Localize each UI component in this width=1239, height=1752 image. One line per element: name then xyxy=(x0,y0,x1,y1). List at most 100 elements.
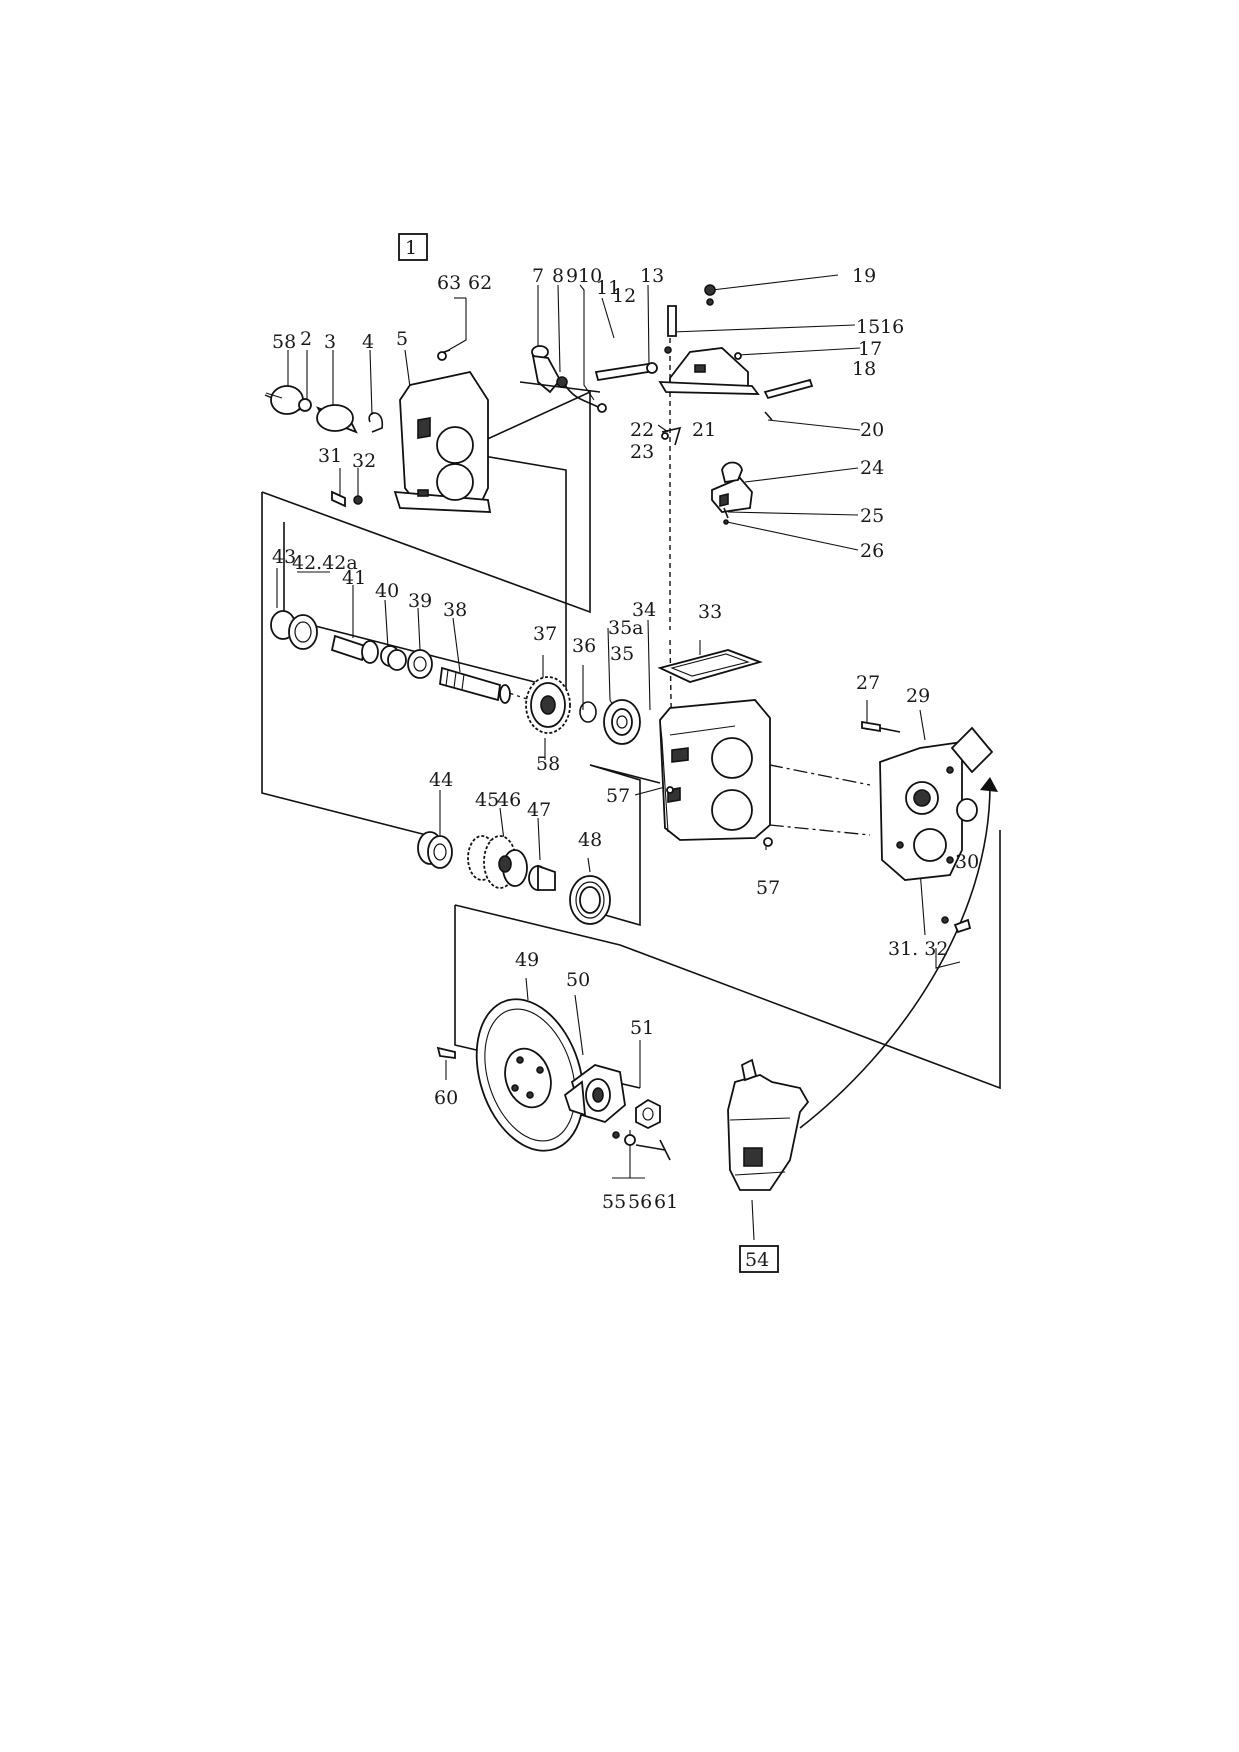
bearing-43 xyxy=(270,610,318,650)
plug-57-lower xyxy=(763,837,773,847)
part-label: 25 xyxy=(860,505,884,527)
snap-ring-36 xyxy=(579,701,597,723)
part-label: 31. 32 xyxy=(888,938,948,960)
seal-30 xyxy=(956,798,978,822)
bolts-31-32 xyxy=(941,916,972,934)
part-label: 37 xyxy=(533,623,557,645)
part-label: 19 xyxy=(852,265,876,287)
top-cover-17 xyxy=(658,347,760,395)
housing-5 xyxy=(393,370,492,513)
part-label: 3 xyxy=(324,331,336,353)
part-label: 29 xyxy=(906,685,930,707)
part-label: 24 xyxy=(860,457,884,479)
plug-57-upper xyxy=(666,786,674,794)
part-label: 20 xyxy=(860,419,884,441)
part-label: 33 xyxy=(698,601,722,623)
part-label: 22 xyxy=(630,419,654,441)
shaft-11-12 xyxy=(594,362,658,382)
part-label: 17 xyxy=(858,338,882,360)
gearbox-case-34 xyxy=(659,699,771,841)
part-label: 55 xyxy=(602,1191,626,1213)
pin-20 xyxy=(764,411,773,421)
part-label: 50 xyxy=(566,969,590,991)
part-label: 57 xyxy=(606,785,630,807)
bolt-60 xyxy=(436,1046,456,1060)
brake-caliper-54 xyxy=(727,1058,810,1191)
part-label: 11 xyxy=(596,277,620,299)
part-label: 49 xyxy=(515,949,539,971)
part-label: 38 xyxy=(443,599,467,621)
gear-cluster-45-46 xyxy=(467,835,528,889)
part-label: 26 xyxy=(860,540,884,562)
bolt-27 xyxy=(861,720,901,733)
part-label: 43 xyxy=(272,546,296,568)
side-cover-29 xyxy=(879,726,994,881)
pin-62-63 xyxy=(437,349,451,361)
part-label: 57 xyxy=(756,877,780,899)
part-label: 18 xyxy=(852,358,876,380)
gasket-33 xyxy=(657,649,763,683)
nut-19 xyxy=(704,284,716,306)
part-label: 60 xyxy=(434,1087,458,1109)
part-label: 30 xyxy=(955,851,979,873)
part-label: 48 xyxy=(578,829,602,851)
part-label: 35 xyxy=(610,643,634,665)
snap-ring-58 xyxy=(265,385,304,415)
clip-4 xyxy=(368,412,383,433)
part-label: 39 xyxy=(408,590,432,612)
callout-54-label: 54 xyxy=(745,1249,769,1271)
part-label: 7 xyxy=(532,265,544,287)
part-label: 41 xyxy=(342,567,366,589)
part-label: 12 xyxy=(612,285,636,307)
figure-boxes xyxy=(398,233,779,1273)
pin-15-16 xyxy=(664,305,677,354)
part-label: 21 xyxy=(692,419,716,441)
part-label: 9 xyxy=(566,265,578,287)
part-label: 13 xyxy=(640,265,664,287)
part-label: 47 xyxy=(527,799,551,821)
part-label: 15 xyxy=(856,316,880,338)
part-label: 23 xyxy=(630,441,654,463)
part-label: 63 xyxy=(437,272,461,294)
part-label: 32 xyxy=(352,450,376,472)
lever-7 xyxy=(519,345,601,394)
ring-40 xyxy=(380,645,407,671)
bearing-39 xyxy=(407,649,433,679)
block-24 xyxy=(711,461,753,513)
screw-26 xyxy=(723,519,729,525)
nut-51 xyxy=(635,1098,661,1130)
gear-37 xyxy=(525,676,571,734)
part-label: 56 xyxy=(628,1191,652,1213)
part-label: 2 xyxy=(300,328,312,350)
part-label: 34 xyxy=(632,599,656,621)
part-label: 45 xyxy=(475,789,499,811)
part-label: 61 xyxy=(654,1191,678,1213)
pins-55-56-61 xyxy=(612,1131,671,1161)
part-label: 62 xyxy=(468,272,492,294)
hub-flange-50 xyxy=(563,1064,626,1124)
shaft-41 xyxy=(330,634,379,664)
brake-disc-49 xyxy=(475,998,585,1152)
part-label: 40 xyxy=(375,580,399,602)
figure-number: 1 xyxy=(405,237,417,259)
bracket-21-23 xyxy=(661,426,682,446)
callout-54-box xyxy=(739,1245,779,1273)
part-label: 27 xyxy=(856,672,880,694)
parts xyxy=(265,284,994,1191)
part-label: 10 xyxy=(578,265,602,287)
part-label: 35a xyxy=(608,617,644,639)
bolt-31-32 xyxy=(331,490,363,508)
part-label: 46 xyxy=(497,789,521,811)
part-labels: 58 2 3 4 5 63 62 7 8 9 10 11 12 13 19 15… xyxy=(272,265,979,1213)
part-label: 44 xyxy=(429,769,453,791)
bearing-35 xyxy=(603,699,641,745)
bearing-48 xyxy=(569,875,611,925)
part-label: 36 xyxy=(572,635,596,657)
part-label: 42.42a xyxy=(292,552,358,574)
part-label: 51 xyxy=(630,1017,654,1039)
shaft-47 xyxy=(528,864,556,891)
bearing-44 xyxy=(417,831,453,869)
part-label: 58 xyxy=(272,331,296,353)
part-label: 4 xyxy=(362,331,374,353)
